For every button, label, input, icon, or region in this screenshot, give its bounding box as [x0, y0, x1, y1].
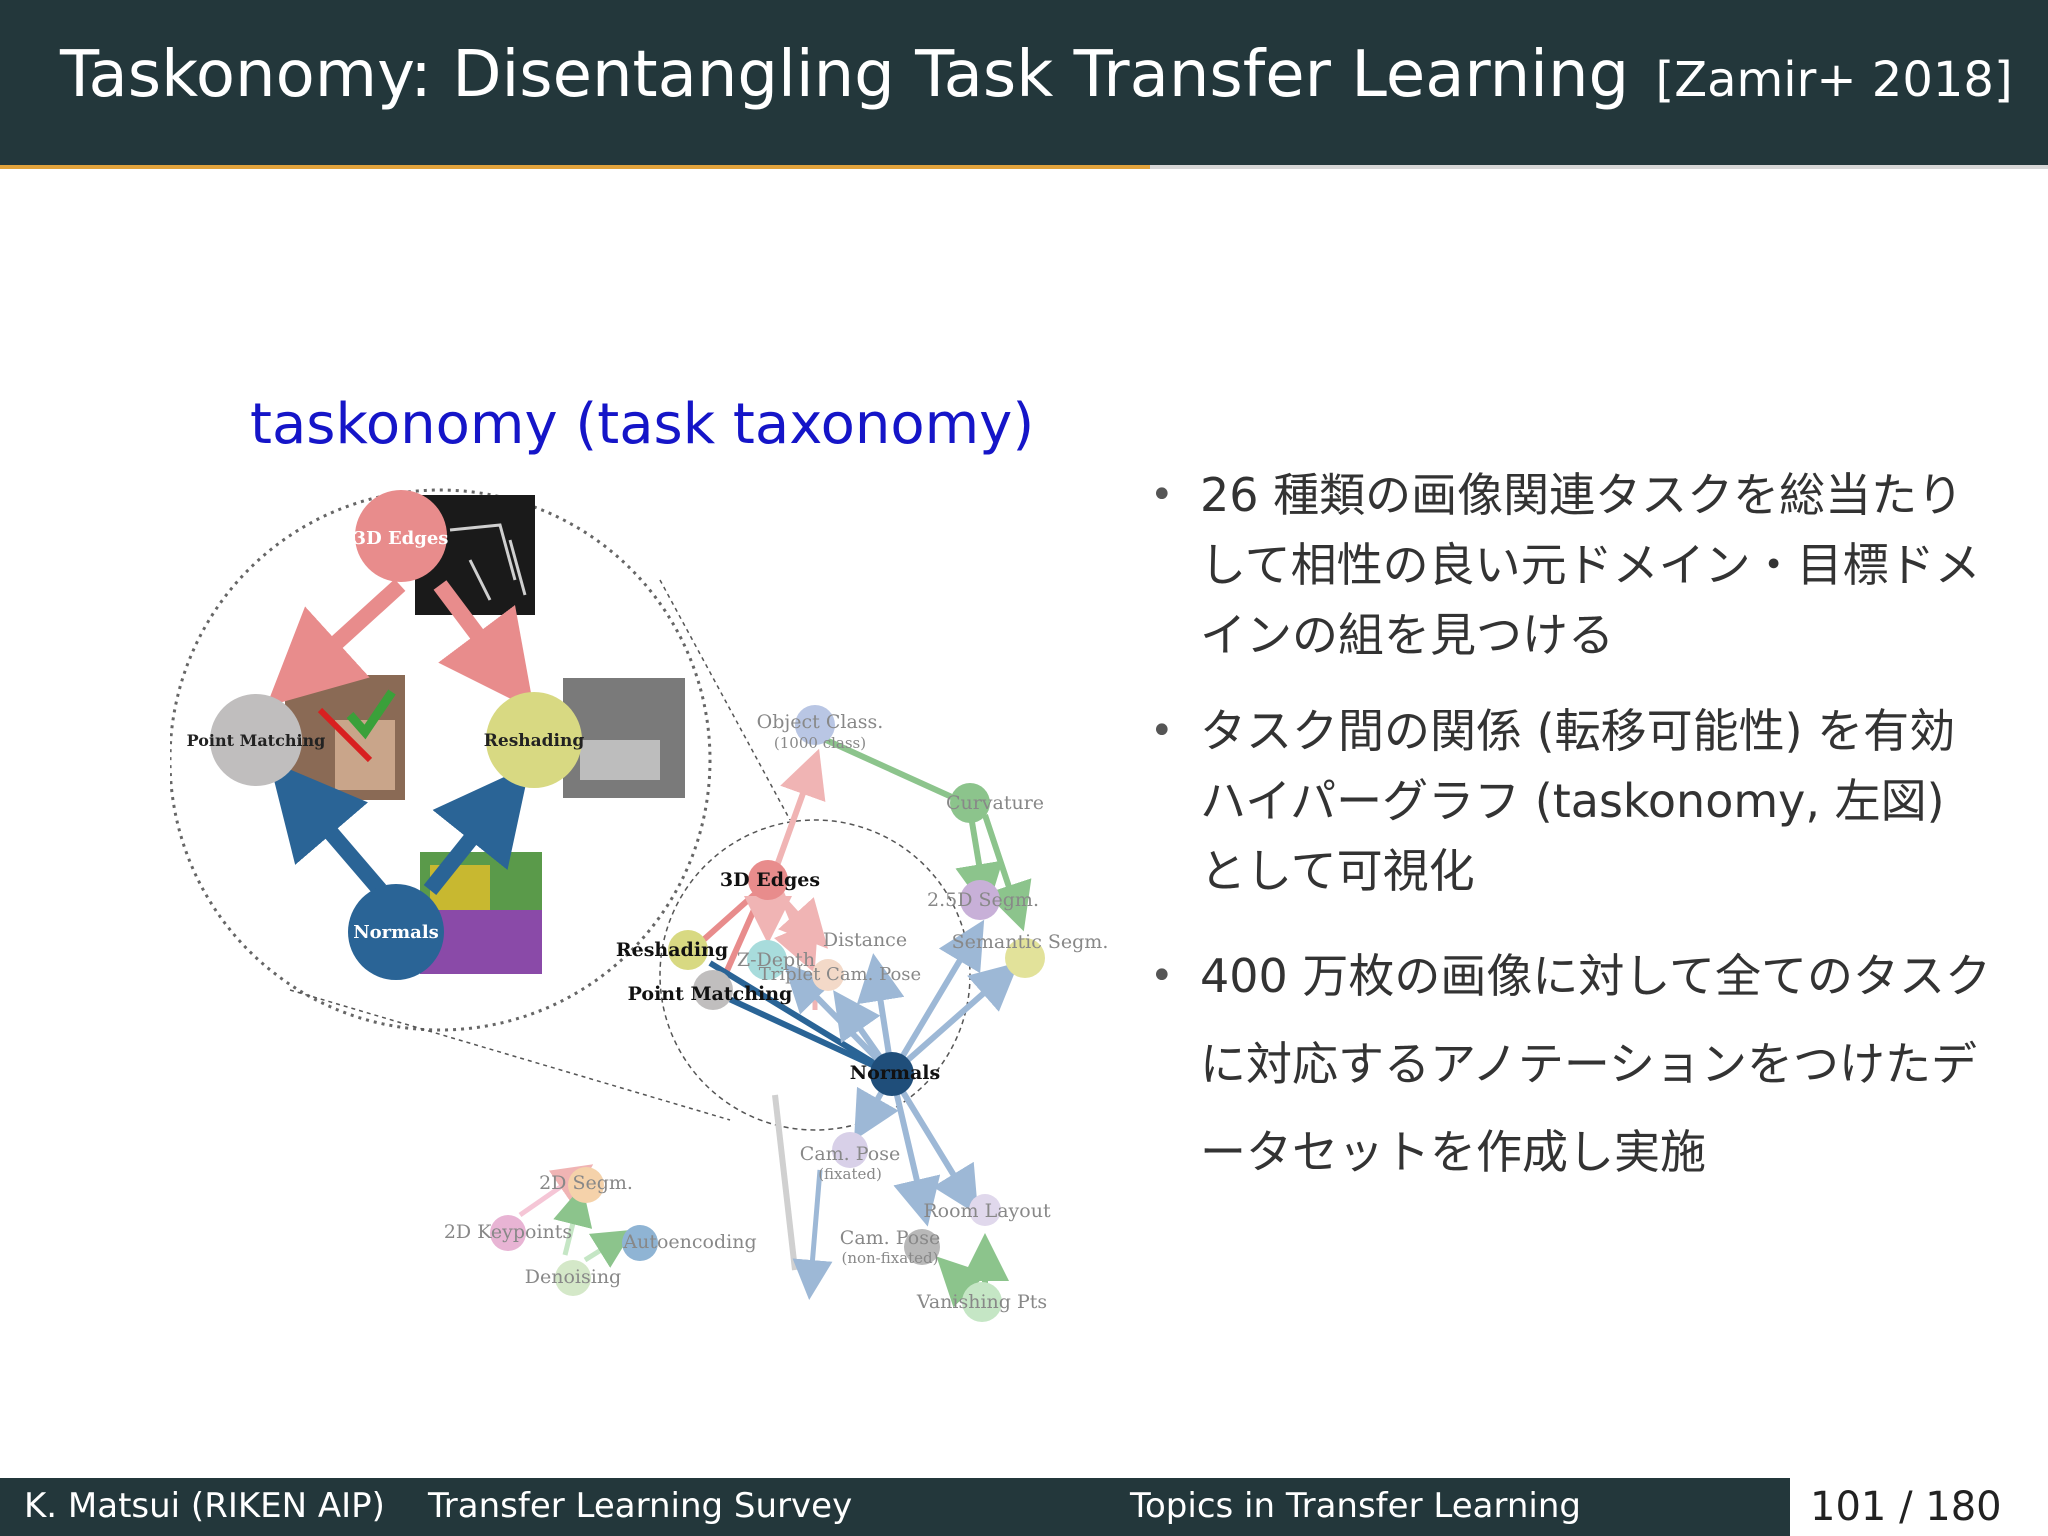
node-denoising	[555, 1260, 591, 1296]
slide-header: Taskonomy: Disentangling Task Transfer L…	[0, 0, 2048, 165]
arrow	[583, 1229, 634, 1268]
zoom-connector	[659, 579, 791, 821]
arrow	[772, 1094, 798, 1271]
node-semantic-segm	[1005, 938, 1045, 978]
node-normals-large-label: Normals	[353, 922, 439, 943]
node-3d-edges-large-label: 3D Edges	[354, 528, 449, 549]
node-2-5d-segm	[960, 880, 1000, 920]
page-current: 101	[1810, 1484, 1887, 1530]
bullet-text: 400 万枚の画像に対して全てのタスクに対応するアノテーションをつけたデータセッ…	[1200, 949, 1992, 1179]
node-object-class-sublabel: (1000 class)	[774, 734, 866, 752]
node-vanishing-pts-label: Vanishing Pts	[916, 1291, 1047, 1313]
rejected-arrow	[317, 707, 373, 763]
node-point-matching-large	[210, 694, 302, 786]
page-separator: /	[1899, 1484, 1913, 1530]
node-cam-pose-nonfixated-sublabel: (non-fixated)	[841, 1249, 938, 1267]
zoom-arrow-normals-reshading	[423, 765, 530, 895]
node-2d-segm	[568, 1167, 604, 1203]
bullet-item: • 26 種類の画像関連タスクを総当たりして相性の良い元ドメイン・目標ドメインの…	[1150, 460, 2000, 670]
arrow	[698, 882, 767, 946]
node-curvature	[950, 783, 990, 823]
node-3d-edges-large	[355, 490, 447, 582]
node-cam-pose-fixated	[832, 1132, 868, 1168]
node-3d-edges-label: 3D Edges	[720, 869, 820, 891]
page-total: 180	[1925, 1484, 2002, 1530]
node-point-matching	[693, 970, 733, 1010]
node-curvature-label: Curvature	[946, 792, 1044, 814]
node-semantic-segm-label: Semantic Segm.	[952, 931, 1109, 953]
slide-title: Taskonomy: Disentangling Task Transfer L…	[60, 38, 2013, 112]
node-point-matching-label: Point Matching	[628, 983, 793, 1005]
node-cam-pose-nonfixated-label: Cam. Pose	[840, 1227, 940, 1249]
title-text: Taskonomy: Disentangling Task Transfer L…	[60, 38, 1630, 112]
node-z-depth-label: Z-Depth	[737, 949, 815, 971]
node-vanishing-pts	[962, 1282, 1002, 1322]
zoom-arrow-normals-pointmatching	[269, 760, 387, 896]
node-reshading-large	[486, 692, 582, 788]
node-reshading-label: Reshading	[616, 939, 728, 961]
node-2d-keypoints-label: 2D Keypoints	[444, 1221, 572, 1243]
node-room-layout-label: Room Layout	[923, 1200, 1051, 1222]
slide-footer: K. Matsui (RIKEN AIP) Transfer Learning …	[0, 1478, 1790, 1536]
node-distance-label: Distance	[823, 929, 907, 951]
bullet-item: • タスク間の関係 (転移可能性) を有効ハイパーグラフ (taskonomy,…	[1150, 696, 2000, 906]
node-autoencoding-label: Autoencoding	[622, 1231, 756, 1253]
arrow	[774, 888, 819, 974]
node-2-5d-segm-label: 2.5D Segm.	[927, 889, 1039, 911]
arrow	[723, 994, 894, 1077]
bullet-text: タスク間の関係 (転移可能性) を有効ハイパーグラフ (taskonomy, 左…	[1200, 704, 1956, 898]
arrow	[708, 960, 894, 1077]
checkmark-icon	[346, 689, 396, 740]
zoom-arrow-edges-pointmatching	[266, 579, 406, 707]
page-number: 101 / 180	[1810, 1478, 2002, 1536]
bullet-list: • 26 種類の画像関連タスクを総当たりして相性の良い元ドメイン・目標ドメインの…	[1150, 460, 2000, 1222]
bullet-marker: •	[1150, 953, 1174, 999]
taskonomy-diagram: 3D Edges Point Matching Reshading Normal…	[170, 488, 1109, 1322]
node-2d-segm-label: 2D Segm.	[539, 1172, 633, 1194]
node-reshading-large-label: Reshading	[484, 731, 585, 751]
footer-section: Topics in Transfer Learning	[1130, 1486, 1581, 1526]
node-cam-pose-fixated-sublabel: (fixated)	[818, 1165, 882, 1183]
node-normals-large	[348, 884, 444, 980]
bullet-text: 26 種類の画像関連タスクを総当たりして相性の良い元ドメイン・目標ドメインの組を…	[1200, 468, 1981, 662]
arrow	[889, 1073, 941, 1227]
node-point-matching-large-label: Point Matching	[187, 731, 326, 750]
progress-bar-fill	[0, 165, 1150, 169]
node-2d-keypoints	[490, 1215, 526, 1251]
zoom-arrow-edges-reshading	[433, 580, 535, 711]
progress-bar	[0, 165, 2048, 169]
arrow	[889, 1072, 979, 1216]
node-object-class	[795, 705, 835, 745]
footer-talk-title: Transfer Learning Survey	[428, 1486, 853, 1526]
arrow	[890, 962, 1020, 1077]
arrow	[553, 1185, 593, 1256]
bullet-marker: •	[1150, 472, 1174, 518]
node-z-depth	[747, 940, 787, 980]
bullet-marker: •	[1150, 708, 1174, 754]
edges-thumbnail-lines	[449, 523, 527, 601]
node-cam-pose-fixated-label: Cam. Pose	[800, 1143, 900, 1165]
bullet-item: • 400 万枚の画像に対して全てのタスクに対応するアノテーションをつけたデータ…	[1150, 932, 2000, 1196]
footer-author: K. Matsui (RIKEN AIP)	[24, 1486, 385, 1526]
arrow	[889, 919, 985, 1076]
node-normals-label: Normals	[850, 1062, 940, 1084]
node-autoencoding	[622, 1225, 658, 1261]
arrow	[792, 1169, 833, 1300]
figure-caption: taskonomy (task taxonomy)	[250, 392, 1035, 457]
node-normals	[870, 1052, 914, 1096]
node-cam-pose-nonfixated	[904, 1229, 940, 1265]
node-denoising-label: Denoising	[525, 1266, 621, 1288]
arrow	[982, 814, 1032, 932]
node-room-layout	[969, 1194, 1001, 1226]
arrow	[813, 732, 967, 806]
node-reshading	[668, 930, 708, 970]
node-triplet-cam-pose	[812, 959, 844, 991]
zoom-circle	[170, 488, 712, 1032]
node-object-class-label: Object Class.	[757, 711, 884, 733]
title-citation: [Zamir+ 2018]	[1655, 52, 2013, 108]
node-triplet-cam-pose-label: Triplet Cam. Pose	[759, 964, 921, 985]
reshading-thumbnail-detail	[580, 740, 660, 780]
node-3d-edges	[748, 860, 788, 900]
